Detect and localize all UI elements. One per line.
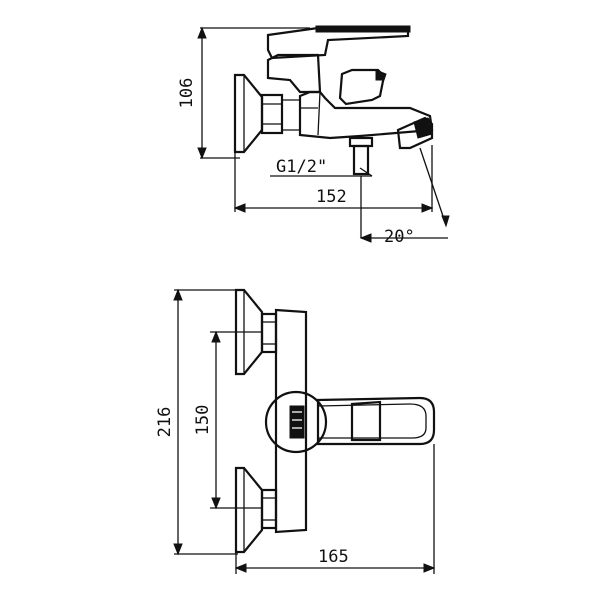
dim-106-label: 106 [177,78,197,109]
front-cartridge [264,390,328,454]
side-diverter-knob [338,68,386,106]
front-lever [316,396,436,446]
lower-wall-flange [234,466,278,554]
dim-216-label: 216 [155,407,175,438]
thread-label: G1/2" [276,157,327,177]
side-connector [282,99,301,131]
dimension-106 [197,26,310,160]
front-cartridge-slot [289,405,305,439]
side-spout [396,116,434,150]
dim-152-label: 152 [316,187,347,207]
side-outlet [348,136,374,238]
side-cartridge [266,53,322,94]
side-wall-flange [233,73,264,154]
dim-20deg-label: 20° [384,227,415,247]
dim-150-label: 150 [193,405,213,436]
front-body [274,308,308,534]
dimension-165 [234,444,436,574]
side-hex-nut [260,93,284,135]
dimension-216 [173,288,238,556]
front-view: 216 150 [155,288,436,574]
front-lever-stem [350,400,382,442]
dim-165-label: 165 [318,547,349,567]
side-lever-cap [315,25,411,33]
side-view: 106 G1/2" [177,25,450,247]
dimension-20deg [359,147,450,243]
dimension-152 [233,145,434,213]
